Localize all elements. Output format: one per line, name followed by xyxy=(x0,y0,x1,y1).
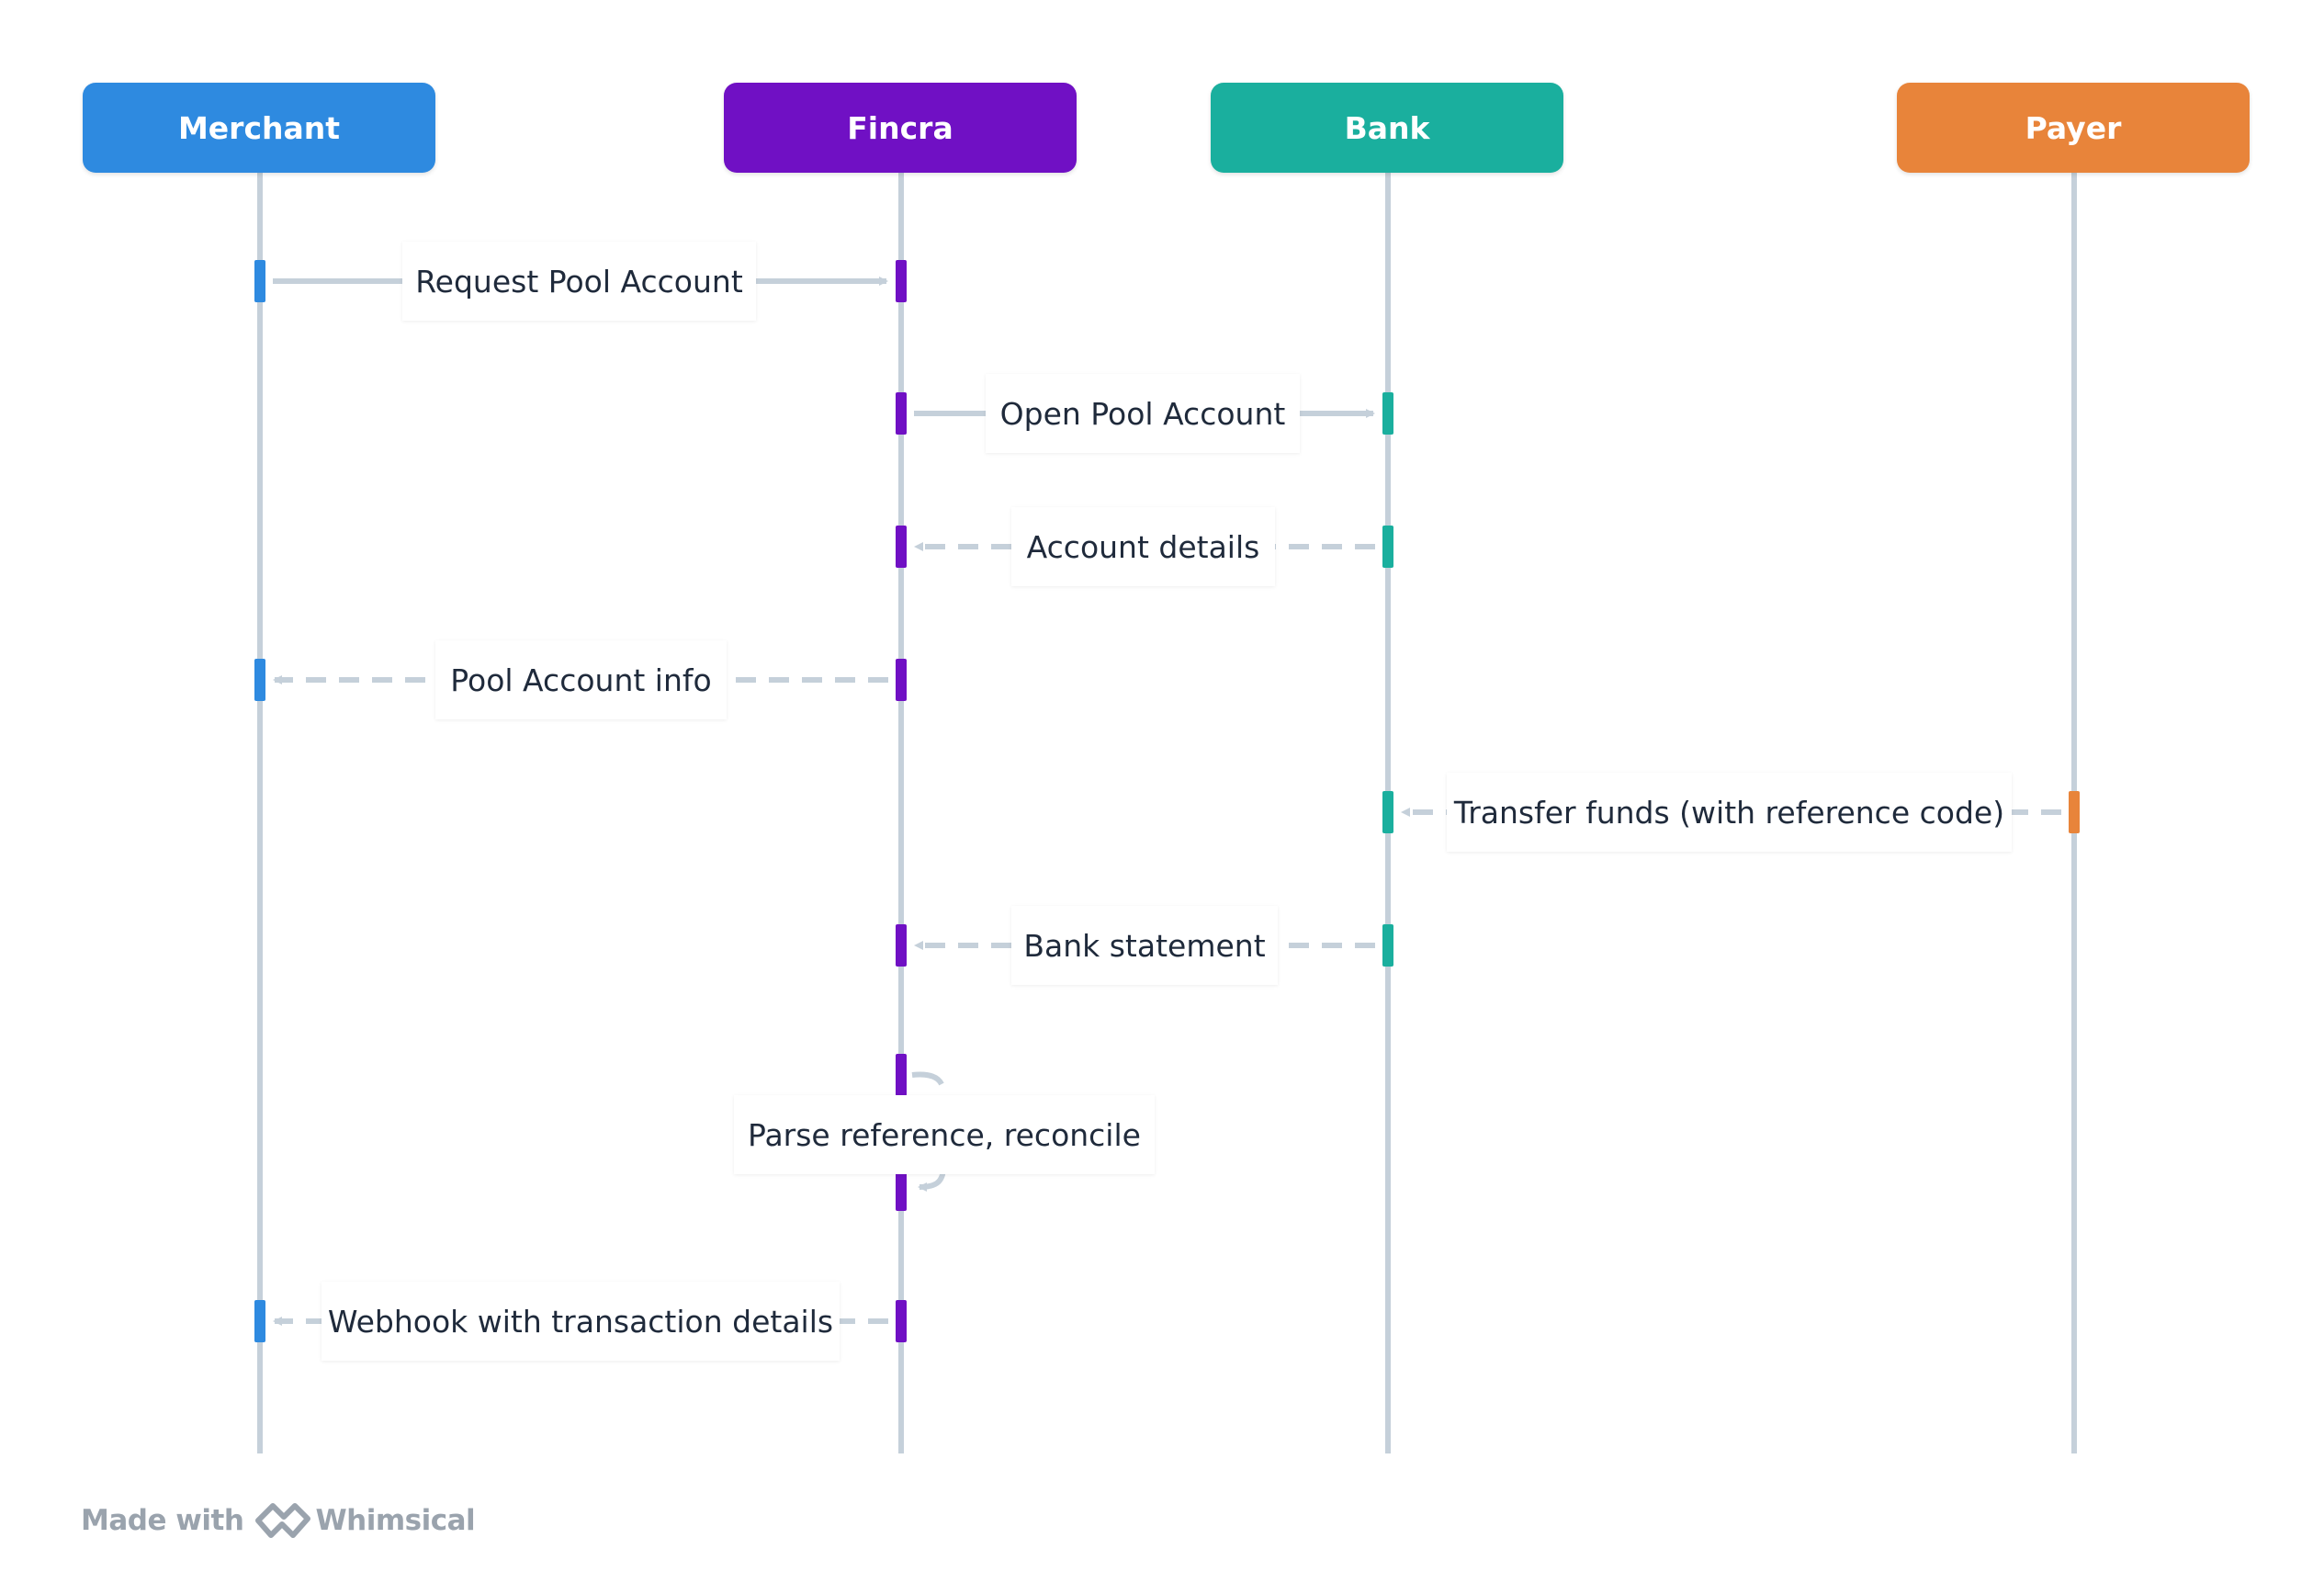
activation-bar-bank-4 xyxy=(1382,791,1393,833)
message-label-transfer-funds[interactable]: Transfer funds (with reference code) xyxy=(1447,773,2012,852)
actor-merchant[interactable]: Merchant xyxy=(83,83,435,173)
whimsical-logo-icon xyxy=(255,1503,311,1538)
activation-bar-self-bottom xyxy=(896,1169,907,1211)
message-label-request-pool-account[interactable]: Request Pool Account xyxy=(402,242,756,321)
activation-bar-fincra-2 xyxy=(896,526,907,568)
activation-bar-bank-5 xyxy=(1382,924,1393,967)
activation-bar-fincra-5 xyxy=(896,924,907,967)
message-label-bank-statement[interactable]: Bank statement xyxy=(1011,906,1278,985)
actor-bank[interactable]: Bank xyxy=(1211,83,1563,173)
self-message-curve-top xyxy=(911,1071,944,1086)
activation-bar-self-top xyxy=(896,1054,907,1096)
activation-bar-fincra-1 xyxy=(896,392,907,435)
made-with-text: Made with xyxy=(81,1504,244,1537)
message-label-pool-account-info[interactable]: Pool Account info xyxy=(435,640,727,719)
message-label-webhook[interactable]: Webhook with transaction details xyxy=(322,1282,840,1361)
activation-bar-bank-1 xyxy=(1382,392,1393,435)
activation-bar-merchant-3 xyxy=(254,659,265,701)
activation-bar-payer-4 xyxy=(2069,791,2080,833)
activation-bar-merchant-0 xyxy=(254,260,265,302)
actor-payer[interactable]: Payer xyxy=(1897,83,2250,173)
message-label-open-pool-account[interactable]: Open Pool Account xyxy=(986,374,1300,453)
activation-bar-fincra-7 xyxy=(896,1300,907,1342)
whimsical-brand-text: Whimsical xyxy=(315,1504,476,1537)
message-label-account-details[interactable]: Account details xyxy=(1011,507,1275,586)
made-with-whimsical-badge[interactable]: Made with Whimsical xyxy=(81,1498,476,1544)
activation-bar-fincra-3 xyxy=(896,659,907,701)
activation-bar-bank-2 xyxy=(1382,526,1393,568)
message-label-parse-reference[interactable]: Parse reference, reconcile xyxy=(734,1095,1155,1174)
activation-bar-merchant-7 xyxy=(254,1300,265,1342)
activation-bar-fincra-0 xyxy=(896,260,907,302)
actor-fincra[interactable]: Fincra xyxy=(724,83,1077,173)
